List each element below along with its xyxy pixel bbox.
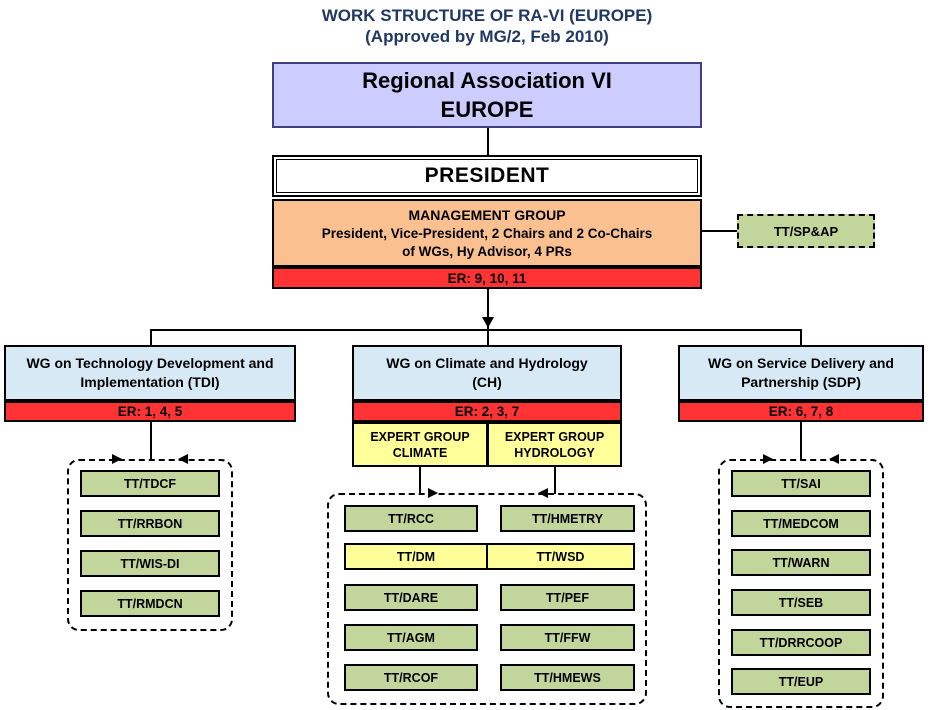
management-group-line1: President, Vice-President, 2 Chairs and … bbox=[321, 225, 653, 241]
management-group-line2: of WGs, Hy Advisor, 4 PRs bbox=[402, 243, 572, 259]
sdp-teams-group bbox=[718, 459, 884, 708]
expert-group-climate-line1: EXPERT GROUP bbox=[370, 429, 470, 444]
team-box-tt-warn: TT/WARN bbox=[731, 549, 871, 576]
arrow-right-sdp-icon bbox=[763, 454, 773, 464]
connector-tdi-teams bbox=[150, 422, 152, 460]
team-box-tt-rcof: TT/RCOF bbox=[344, 664, 478, 691]
team-box-tt-wis-di: TT/WIS-DI bbox=[80, 550, 220, 577]
team-box-tt-seb: TT/SEB bbox=[731, 589, 871, 616]
tdi-teams-group bbox=[67, 459, 233, 631]
team-box-tt-medcom: TT/MEDCOM bbox=[731, 510, 871, 537]
connector-er-trunk bbox=[487, 288, 489, 330]
chart-title-line2: (Approved by MG/2, Feb 2010) bbox=[365, 27, 609, 46]
expert-group-hydrology-line2: HYDROLOGY bbox=[514, 445, 595, 460]
chart-title-line1: WORK STRUCTURE OF RA-VI (EUROPE) bbox=[321, 6, 653, 25]
arrow-left-ch-icon bbox=[538, 488, 548, 498]
wg-sdp-title-line1: WG on Service Delivery and bbox=[708, 355, 894, 371]
team-box-tt-rmdcn: TT/RMDCN bbox=[80, 590, 220, 617]
expert-group-hydrology-line1: EXPERT GROUP bbox=[504, 429, 605, 444]
er-bar-tdi: ER: 1, 4, 5 bbox=[4, 401, 296, 422]
expert-group-climate-box: EXPERT GROUP CLIMATE bbox=[352, 422, 488, 467]
connector-sdp-teams bbox=[800, 422, 802, 460]
team-box-tt-dare: TT/DARE bbox=[344, 584, 478, 611]
wg-ch-title-line2: (CH) bbox=[472, 374, 502, 390]
team-box-tt-sai: TT/SAI bbox=[731, 470, 871, 497]
arrow-right-ch-icon bbox=[428, 488, 438, 498]
team-box-tt-dm: TT/DM bbox=[344, 543, 488, 570]
management-group-box: MANAGEMENT GROUP President, Vice-Preside… bbox=[272, 199, 702, 267]
team-box-tt-eup: TT/EUP bbox=[731, 668, 871, 695]
wg-ch-box: WG on Climate and Hydrology (CH) bbox=[352, 345, 622, 401]
er-bar-main: ER: 9, 10, 11 bbox=[272, 267, 702, 289]
management-group-title: MANAGEMENT GROUP bbox=[408, 206, 566, 223]
expert-group-hydrology-box: EXPERT GROUP HYDROLOGY bbox=[487, 422, 622, 467]
team-box-tt-hmetry: TT/HMETRY bbox=[500, 505, 635, 532]
arrow-down-center-icon bbox=[482, 317, 494, 328]
ch-teams-group bbox=[327, 493, 647, 705]
team-box-tt-tdcf: TT/TDCF bbox=[80, 470, 220, 497]
wg-sdp-title-line2: Partnership (SDP) bbox=[741, 374, 861, 390]
team-box-tt-rrbon: TT/RRBON bbox=[80, 510, 220, 537]
team-box-tt-wsd: TT/WSD bbox=[486, 543, 635, 570]
team-box-tt-agm: TT/AGM bbox=[344, 624, 478, 651]
connector-ra-president bbox=[487, 127, 489, 157]
expert-group-climate-line2: CLIMATE bbox=[392, 445, 448, 460]
regional-association-line1: Regional Association VI bbox=[362, 68, 612, 93]
connector-branch-horizontal bbox=[150, 329, 802, 331]
connector-mg-ttspap bbox=[702, 230, 738, 232]
president-label: PRESIDENT bbox=[424, 164, 550, 187]
er-bar-sdp: ER: 6, 7, 8 bbox=[678, 401, 924, 422]
arrow-left-tdi-icon bbox=[178, 454, 188, 464]
team-box-tt-rcc: TT/RCC bbox=[344, 505, 478, 532]
president-box: PRESIDENT bbox=[272, 155, 702, 197]
wg-tdi-title-line2: Implementation (TDI) bbox=[80, 374, 220, 390]
chart-title: WORK STRUCTURE OF RA-VI (EUROPE) (Approv… bbox=[180, 5, 794, 47]
team-box-tt-drrcoop: TT/DRRCOOP bbox=[731, 629, 871, 656]
wg-tdi-box: WG on Technology Development and Impleme… bbox=[4, 345, 296, 401]
connector-climate-teams bbox=[419, 467, 421, 494]
arrow-right-tdi-icon bbox=[112, 454, 122, 464]
wg-ch-title-line1: WG on Climate and Hydrology bbox=[386, 355, 588, 371]
arrow-left-sdp-icon bbox=[829, 454, 839, 464]
team-box-tt-hmews: TT/HMEWS bbox=[500, 664, 635, 691]
team-box-tt-sp-ap: TT/SP&AP bbox=[737, 214, 875, 248]
wg-tdi-title-line1: WG on Technology Development and bbox=[26, 355, 274, 371]
connector-drop-sdp bbox=[800, 330, 802, 346]
regional-association-box: Regional Association VI EUROPE bbox=[272, 62, 702, 128]
connector-drop-tdi bbox=[150, 330, 152, 346]
team-box-tt-ffw: TT/FFW bbox=[500, 624, 635, 651]
connector-hydrology-teams bbox=[554, 467, 556, 494]
team-box-tt-pef: TT/PEF bbox=[500, 584, 635, 611]
wg-sdp-box: WG on Service Delivery and Partnership (… bbox=[678, 345, 924, 401]
connector-drop-ch bbox=[487, 330, 489, 346]
er-bar-ch: ER: 2, 3, 7 bbox=[352, 401, 622, 422]
regional-association-line2: EUROPE bbox=[440, 97, 534, 122]
